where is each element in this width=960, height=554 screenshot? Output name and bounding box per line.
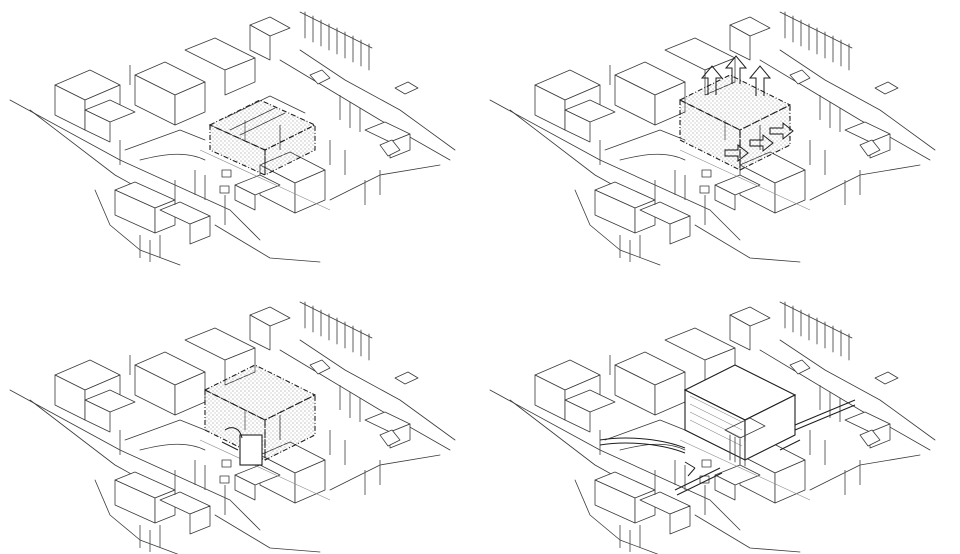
panel-2 [489,11,936,266]
panel-3 [9,301,456,554]
panel-4 [489,301,936,554]
panel-1 [9,11,456,266]
